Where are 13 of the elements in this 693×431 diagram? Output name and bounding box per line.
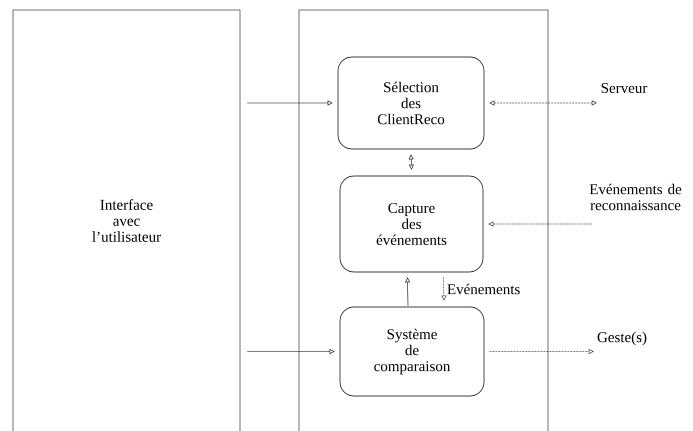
- process-box: Système de comparaison: [340, 306, 484, 396]
- panel-box: Interface avec l’utilisateur: [12, 10, 240, 431]
- endpoint-label: Evénements de reconnaissance: [590, 184, 682, 210]
- arrow: [488, 222, 592, 226]
- endpoint-label: Serveur: [602, 82, 648, 94]
- arrow: [490, 100, 596, 106]
- endpoint-label: Geste(s): [598, 332, 646, 346]
- edge-label: Evénements: [446, 282, 522, 296]
- arrow: [489, 349, 594, 354]
- process-box: Sélection des ClientReco: [338, 56, 484, 150]
- arrow: [442, 277, 446, 300]
- panel-box: [298, 10, 548, 431]
- process-box: Capture des événements: [340, 176, 484, 272]
